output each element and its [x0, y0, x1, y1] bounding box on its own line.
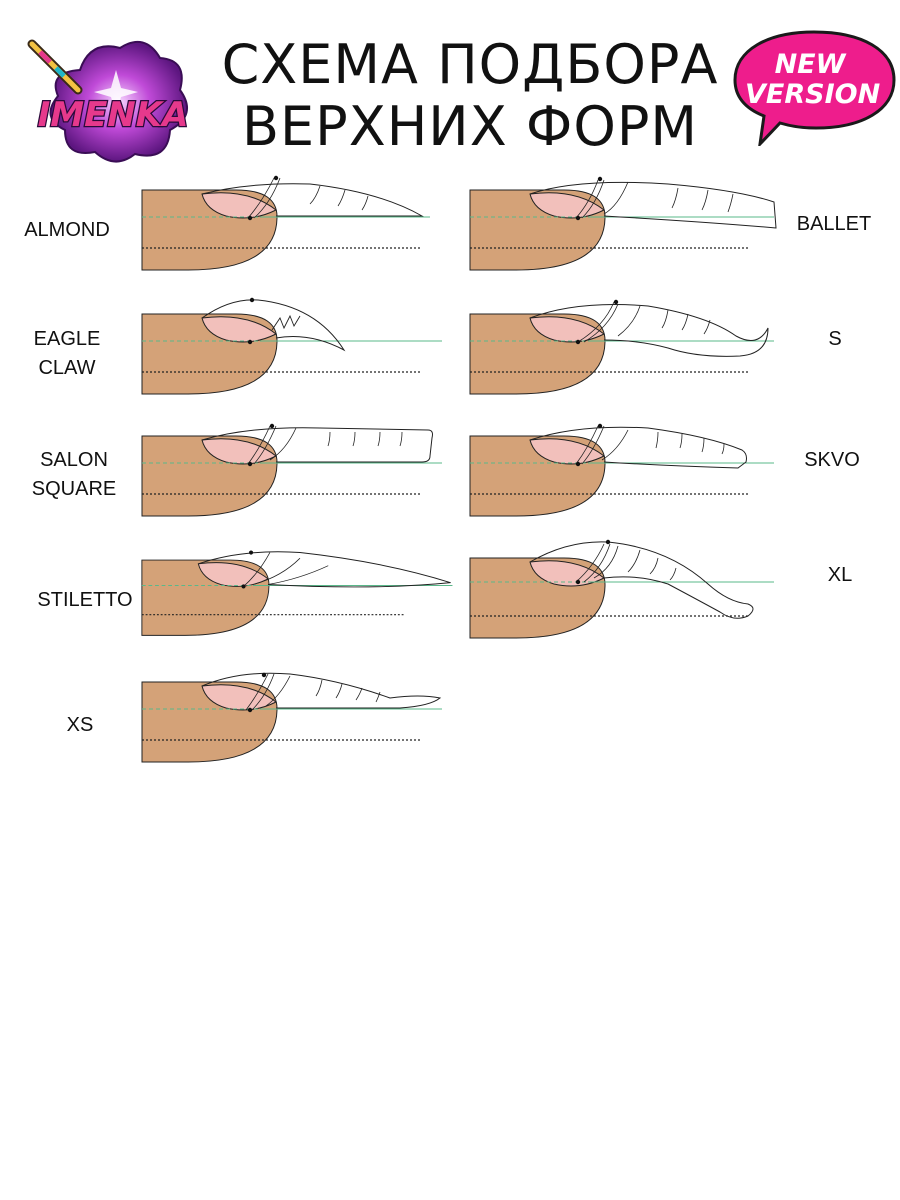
- badge-text: NEW VERSION: [745, 49, 881, 110]
- form-ribs: [247, 425, 403, 465]
- stress-dot: [575, 461, 581, 467]
- apex-dot: [613, 299, 619, 305]
- stress-dot: [247, 215, 253, 221]
- form-outline: [201, 672, 442, 709]
- speech-bubble-icon: [733, 30, 896, 146]
- wand-icon: [27, 39, 83, 95]
- stress-dot: [575, 579, 581, 585]
- sparkle-icon: [94, 70, 138, 114]
- apex-dot: [597, 423, 603, 429]
- form-ribs: [245, 673, 381, 711]
- badge-line-2: VERSION: [745, 79, 881, 110]
- label-eagle-claw: EAGLE CLAW: [33, 328, 101, 379]
- form-ribs: [575, 543, 677, 583]
- label-salon-square: SALON SQUARE: [31, 449, 117, 500]
- title-line-2: ВЕРХНИХ ФОРМ: [241, 95, 699, 158]
- form-outline: [201, 299, 346, 352]
- nail-diagram-xs: [141, 672, 442, 763]
- label-skvo: SKVO: [804, 449, 860, 471]
- stress-dot: [247, 461, 253, 467]
- form-outline: [529, 426, 747, 469]
- nail-diagram-eagle-claw: [141, 297, 442, 395]
- nail-diagram-ballet: [469, 176, 777, 271]
- form-ribs: [575, 179, 734, 219]
- stress-dot: [247, 707, 253, 713]
- form-zigzag: [271, 314, 301, 331]
- apex-dot: [248, 550, 254, 555]
- form-ribs: [243, 552, 329, 587]
- nail-diagram-stiletto: [141, 550, 453, 636]
- form-ribs: [577, 301, 711, 343]
- apex-dot: [273, 175, 279, 181]
- apex-dot: [249, 297, 255, 303]
- apex-dot: [605, 539, 611, 545]
- label-xl: XL: [827, 564, 853, 586]
- label-s: S: [828, 328, 842, 350]
- apex-dot: [269, 423, 275, 429]
- logo-text: IMENKA: [38, 95, 189, 135]
- label-ballet: BALLET: [796, 213, 872, 235]
- label-xs: XS: [66, 714, 94, 736]
- form-outline: [198, 551, 451, 588]
- form-ribs: [247, 177, 369, 219]
- stress-dot: [247, 339, 253, 345]
- imenka-logo: IMENKA: [27, 39, 190, 163]
- apex-dot: [597, 176, 603, 182]
- nail-diagram-s: [469, 299, 774, 395]
- title-line-1: СХЕМА ПОДБОРА: [221, 33, 719, 96]
- page-title: СХЕМА ПОДБОРА ВЕРХНИХ ФОРМ: [200, 34, 740, 158]
- badge-line-1: NEW: [774, 49, 846, 80]
- nail-diagram-skvo: [469, 423, 774, 517]
- new-version-badge: [733, 30, 896, 146]
- stress-dot: [575, 215, 581, 221]
- label-stiletto: STILETTO: [37, 589, 133, 611]
- stress-dot: [241, 584, 246, 589]
- form-ribs: [575, 425, 725, 465]
- form-outline: [201, 183, 424, 217]
- stress-dot: [575, 339, 581, 345]
- nail-diagram-salon-square: [141, 423, 442, 517]
- nail-diagram-xl: [469, 539, 774, 639]
- form-outline: [529, 181, 777, 229]
- nail-bed: [529, 560, 605, 587]
- form-outline: [529, 304, 769, 357]
- nail-diagram-almond: [141, 175, 430, 271]
- form-outline: [201, 427, 433, 463]
- apex-dot: [261, 672, 267, 678]
- label-almond: ALMOND: [24, 219, 110, 241]
